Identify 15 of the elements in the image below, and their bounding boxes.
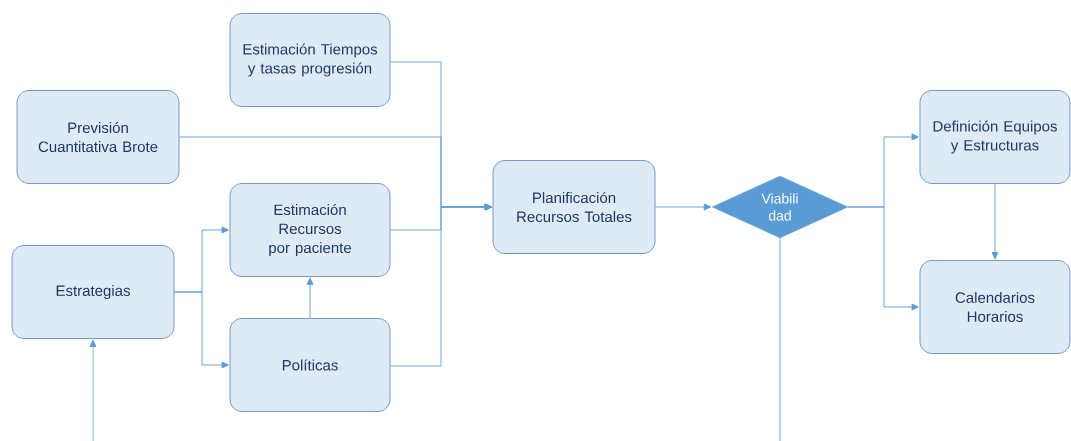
process-box: Estrategias	[11, 245, 175, 339]
arrow	[174, 291, 229, 369]
process-box: Políticas	[229, 318, 391, 412]
process-box: Previsión Cuantitativa Brote	[16, 90, 180, 184]
process-box: Planificación Recursos Totales	[492, 160, 656, 254]
arrow	[89, 339, 97, 441]
process-box: Estimación Tiempos y tasas progresión	[229, 13, 391, 107]
process-box: Calendarios Horarios	[919, 260, 1071, 354]
arrow	[847, 206, 919, 311]
arrow	[655, 203, 712, 211]
arrow	[306, 277, 314, 319]
arrow	[390, 203, 492, 367]
arrow	[991, 183, 999, 260]
process-box: Definición Equipos y Estructuras	[919, 90, 1071, 184]
process-box: Estimación Recursos por paciente	[229, 183, 391, 277]
